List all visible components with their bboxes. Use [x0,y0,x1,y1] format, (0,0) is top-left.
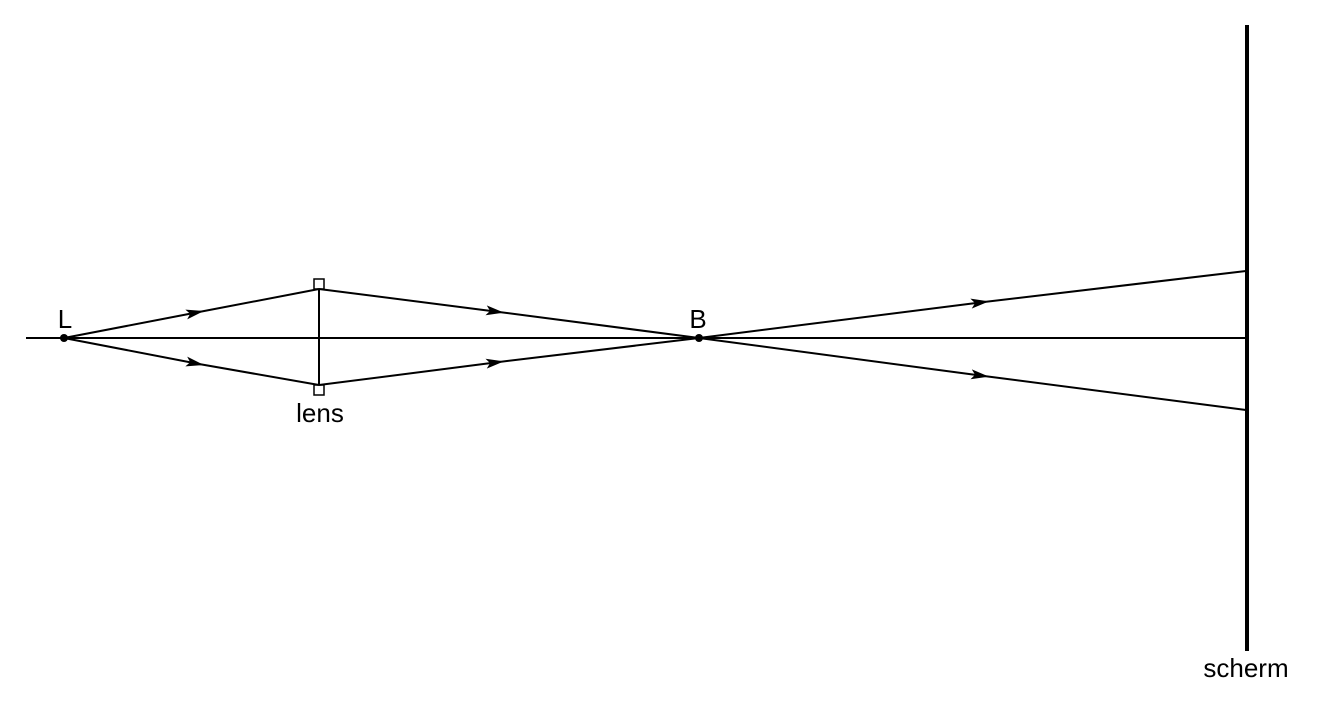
image-point [695,334,703,342]
ray-upper-lens-to-image-a [318,288,504,316]
ray-lower-image-to-screen-a [698,337,989,380]
ray-lower-source-to-lens-a [63,337,204,367]
lens-bottom-marker [313,384,325,396]
ray-lower-lens-to-image-a [318,358,504,386]
ray-upper-source-to-lens-a [63,309,204,339]
source-point [60,334,68,342]
ray-lower-source-to-lens-b [198,363,320,386]
ray-upper-image-to-screen-b [983,270,1247,303]
ray-upper-image-to-screen-a [698,298,989,339]
ray-lower-lens-to-image-b [498,337,700,363]
ray-upper-source-to-lens-b [198,288,320,313]
lens-label: lens [296,398,344,428]
source-label: L [58,304,72,334]
image-label: B [689,304,706,334]
screen-label: scherm [1203,653,1288,683]
ray-upper-lens-to-image-b [498,311,700,339]
ray-lower-image-to-screen-b [983,375,1247,411]
lens-top-marker [313,278,325,290]
